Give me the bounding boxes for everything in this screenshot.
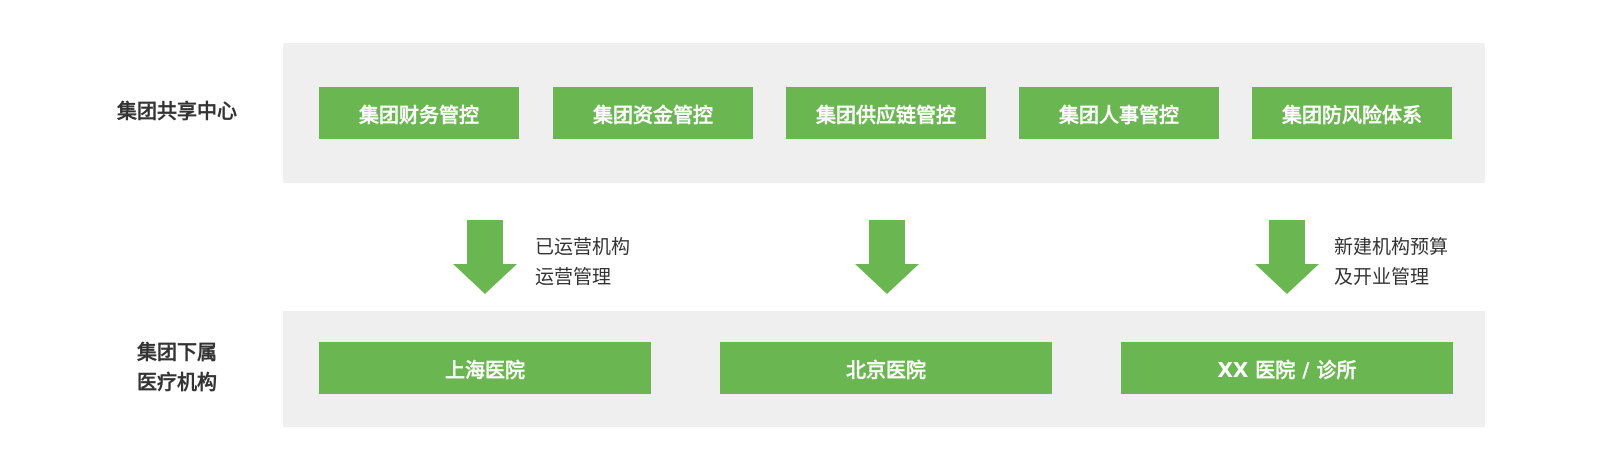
- flow-note-line: 及开业管理: [1334, 266, 1430, 288]
- arrow-down-icon: [1255, 220, 1319, 294]
- bottom-box-beijing: 北京医院: [720, 342, 1052, 394]
- top-box-supply-chain: 集团供应链管控: [786, 87, 986, 139]
- flow-note-line: 运营管理: [535, 266, 612, 288]
- flow-note-new: 新建机构预算 及开业管理: [1334, 232, 1448, 292]
- top-box-funds: 集团资金管控: [553, 87, 753, 139]
- bottom-row-label-line: 集团下属: [137, 340, 217, 364]
- top-row-label: 集团共享中心: [110, 96, 244, 126]
- flow-note-line: 新建机构预算: [1334, 236, 1449, 258]
- flow-note-line: 已运营机构: [535, 236, 631, 258]
- top-box-finance: 集团财务管控: [319, 87, 519, 139]
- top-row-label-text: 集团共享中心: [117, 99, 237, 123]
- bottom-box-shanghai: 上海医院: [319, 342, 651, 394]
- bottom-row-label-line: 医疗机构: [137, 370, 217, 394]
- bottom-box-xx-clinic: XX 医院 / 诊所: [1121, 342, 1453, 394]
- flow-note-operating: 已运营机构 运营管理: [535, 232, 630, 292]
- arrow-down-icon: [855, 220, 919, 294]
- arrow-down-icon: [453, 220, 517, 294]
- bottom-row-label: 集团下属 医疗机构: [112, 337, 242, 397]
- top-box-risk: 集团防风险体系: [1252, 87, 1452, 139]
- top-box-hr: 集团人事管控: [1019, 87, 1219, 139]
